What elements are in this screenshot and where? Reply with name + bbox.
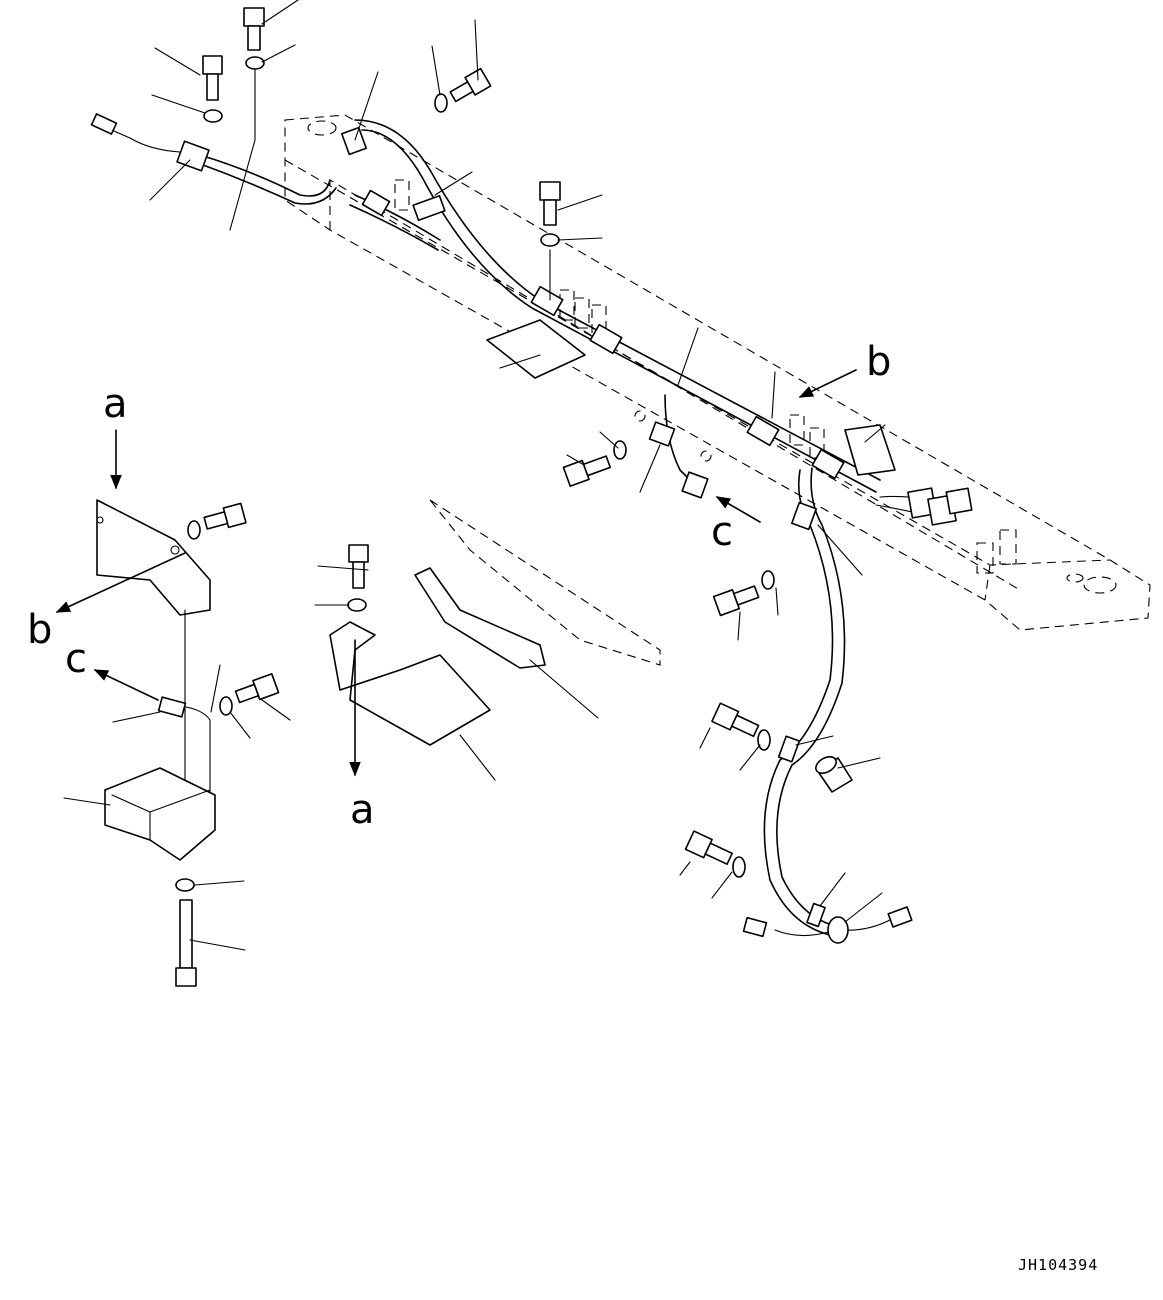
bolt-icon xyxy=(234,673,280,704)
washer-icon xyxy=(203,109,223,123)
bolt-icon xyxy=(711,702,760,738)
bolt-icon xyxy=(562,455,612,487)
ref-label-a-bottom: a xyxy=(350,787,375,833)
long-bolt-icon xyxy=(175,899,197,987)
ref-label-a-top: a xyxy=(103,381,128,427)
washer-icon xyxy=(187,520,201,540)
reference-arrows xyxy=(55,369,857,777)
washer-icon xyxy=(245,56,265,70)
drawing-code: JH104394 xyxy=(1018,1256,1098,1274)
ref-label-c-right: c xyxy=(711,509,733,555)
ref-label-b-right: b xyxy=(866,339,891,385)
ref-label-c-left: c xyxy=(65,636,87,682)
washer-icon xyxy=(761,570,775,590)
left-assembly xyxy=(96,499,661,861)
bolt-icon xyxy=(348,544,369,589)
washer-icon xyxy=(347,598,367,612)
bolt-icon xyxy=(684,830,733,866)
leader-lines xyxy=(63,0,886,951)
buzzer xyxy=(104,767,216,861)
bolt-icon xyxy=(202,55,223,101)
main-harness xyxy=(90,113,973,944)
washer-icon xyxy=(732,856,746,878)
ref-label-b-left: b xyxy=(27,607,52,653)
washer-icon xyxy=(757,729,771,751)
bolt-icon xyxy=(449,67,492,103)
bolt-icon xyxy=(243,7,265,51)
cover xyxy=(329,621,491,746)
washer-icon xyxy=(219,696,233,716)
bolt-icon xyxy=(712,585,760,617)
bolt-icon xyxy=(539,181,561,226)
fasteners xyxy=(175,7,853,987)
washer-icon xyxy=(613,440,627,460)
spacer-icon xyxy=(815,756,853,793)
bracket xyxy=(96,499,211,616)
washer-icon xyxy=(540,233,560,247)
guard-plate xyxy=(414,567,546,669)
bolt-icon xyxy=(203,502,247,530)
washer-icon xyxy=(175,878,195,892)
washer-icon xyxy=(434,93,448,113)
